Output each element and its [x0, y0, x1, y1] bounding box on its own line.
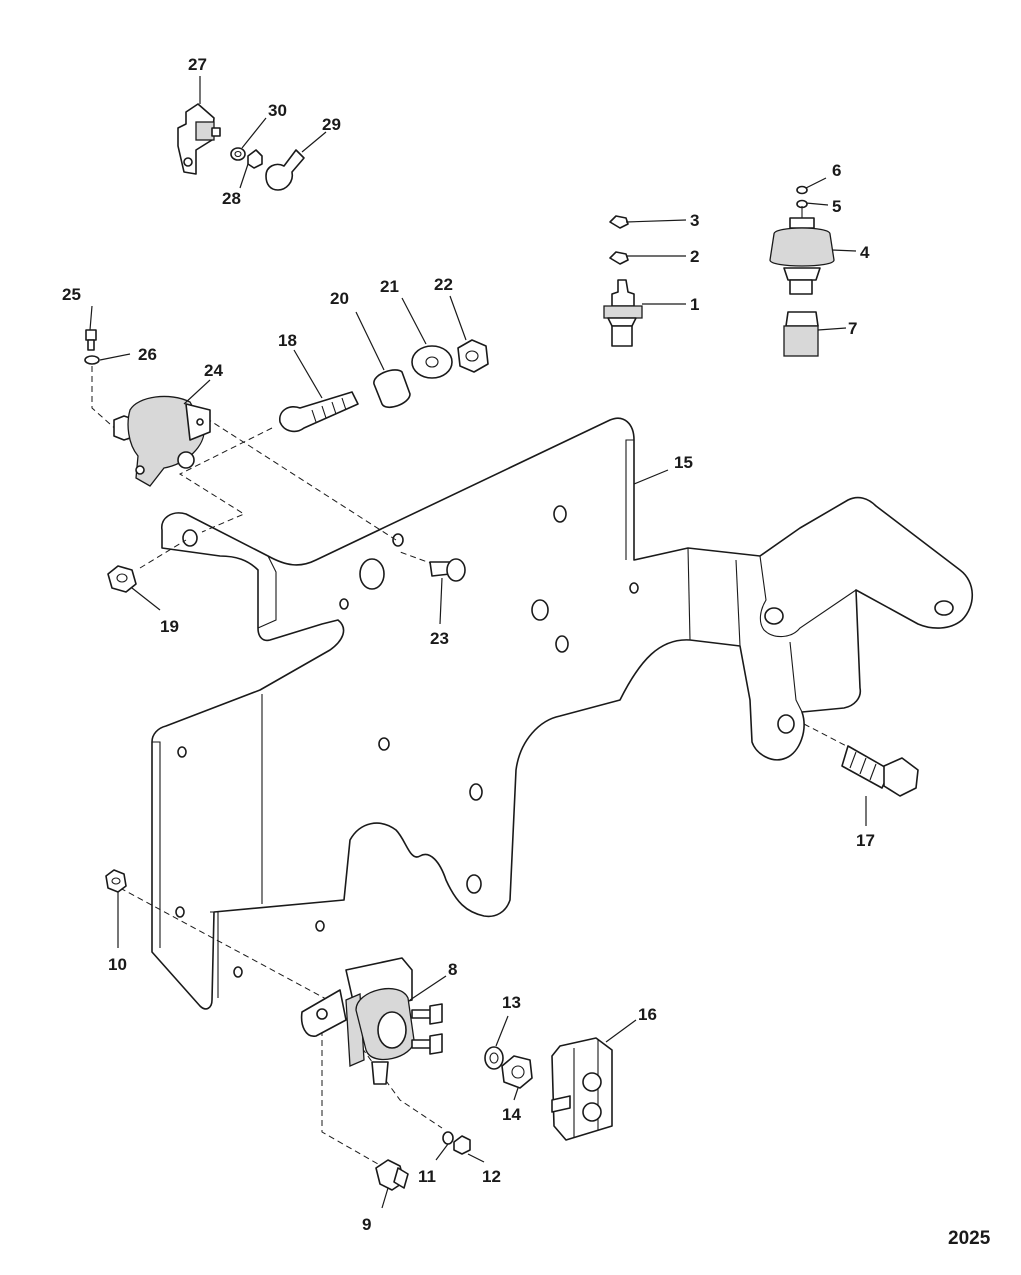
fitting-7	[783, 311, 819, 357]
callout-labels: 1 2 3 4 5 6 7 8 9 10 11 12 13 14 15 16 1…	[62, 55, 875, 1234]
screw-25	[85, 329, 97, 351]
callout-29: 29	[322, 115, 341, 134]
callout-28: 28	[222, 189, 241, 208]
callout-26: 26	[138, 345, 157, 364]
leader-lines	[89, 76, 867, 1209]
callout-7: 7	[848, 319, 857, 338]
nut-6	[796, 185, 808, 195]
sensor-1	[603, 279, 643, 347]
spacer-20	[373, 369, 411, 409]
callout-14: 14	[502, 1105, 521, 1124]
figure-number: 2025	[948, 1228, 991, 1249]
callout-30: 30	[268, 101, 287, 120]
callout-27: 27	[188, 55, 207, 74]
callout-2: 2	[690, 247, 699, 266]
callout-23: 23	[430, 629, 449, 648]
callout-25: 25	[62, 285, 81, 304]
callout-3: 3	[690, 211, 699, 230]
washer-26	[84, 355, 100, 365]
mounting-plate	[151, 417, 974, 1010]
callout-21: 21	[380, 277, 399, 296]
solenoid-8	[300, 957, 443, 1085]
washer-13	[484, 1046, 504, 1070]
nut-3	[609, 215, 629, 229]
washer-21	[411, 345, 453, 379]
callout-17: 17	[856, 831, 875, 850]
callout-22: 22	[434, 275, 453, 294]
callout-16: 16	[638, 1005, 657, 1024]
bracket-16	[551, 1037, 613, 1141]
bolt-17	[841, 745, 919, 797]
callout-9: 9	[362, 1215, 371, 1234]
callout-6: 6	[832, 161, 841, 180]
callout-11: 11	[418, 1167, 436, 1186]
nut-14	[501, 1055, 533, 1089]
boot-29	[265, 149, 305, 191]
callout-8: 8	[448, 960, 457, 979]
switch-24	[113, 395, 211, 487]
washer-30	[230, 147, 246, 161]
nut-19	[107, 565, 137, 593]
callout-18: 18	[278, 331, 297, 350]
callout-12: 12	[482, 1167, 501, 1186]
callout-24: 24	[204, 361, 223, 380]
callout-13: 13	[502, 993, 521, 1012]
nut-28	[247, 149, 263, 169]
nut-22	[457, 339, 489, 373]
pressure-switch-4	[769, 206, 835, 295]
callout-5: 5	[832, 197, 841, 216]
bolt-9	[375, 1159, 409, 1191]
callout-1: 1	[690, 295, 699, 314]
callout-15: 15	[674, 453, 693, 472]
callout-20: 20	[330, 289, 349, 308]
sender-27	[177, 103, 221, 175]
washer-11	[442, 1131, 454, 1145]
callout-10: 10	[108, 955, 127, 974]
stud-18	[279, 391, 359, 433]
screw-23	[429, 558, 466, 582]
callout-4: 4	[860, 243, 870, 262]
callout-19: 19	[160, 617, 179, 636]
nut-2	[609, 251, 629, 265]
nut-10	[105, 869, 127, 893]
nut-12	[453, 1135, 471, 1155]
